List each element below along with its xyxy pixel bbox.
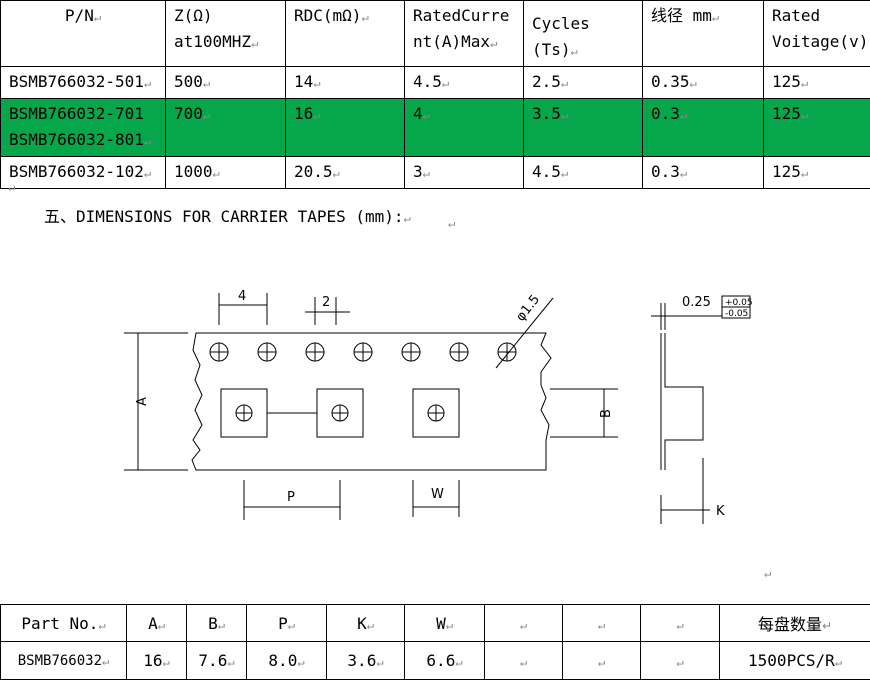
sprocket-holes bbox=[210, 343, 516, 361]
pitch-label: 4 bbox=[238, 289, 246, 304]
header-cell: ↵ bbox=[641, 605, 720, 642]
dim-a-label: A bbox=[135, 397, 150, 406]
dim-header-row: Part No.↵ A↵ B↵ P↵ K↵ W↵ ↵ ↵ ↵ 每盘数量↵ bbox=[1, 605, 870, 642]
hole-label: 2 bbox=[322, 295, 330, 310]
dimension-table: Part No.↵ A↵ B↵ P↵ K↵ W↵ ↵ ↵ ↵ 每盘数量↵ BSM… bbox=[0, 604, 870, 680]
dim-k-label: K bbox=[716, 504, 725, 519]
header-cell: B↵ bbox=[187, 605, 247, 642]
cell: 6.6↵ bbox=[405, 642, 485, 680]
cell: ↵ bbox=[485, 642, 563, 680]
cell: 7.6↵ bbox=[187, 642, 247, 680]
dim-p-label: P bbox=[287, 490, 295, 505]
header-cell: P↵ bbox=[247, 605, 327, 642]
cell: 1500PCS/R↵ bbox=[720, 642, 870, 680]
dim-value-row: BSMB766032↵ 16↵ 7.6↵ 8.0↵ 3.6↵ 6.6↵ ↵ ↵ … bbox=[1, 642, 870, 680]
header-cell: 每盘数量↵ bbox=[720, 605, 870, 642]
tolerance-plus: +0.05 bbox=[725, 298, 753, 308]
tape-side-view bbox=[661, 333, 703, 470]
cell: ↵ bbox=[563, 642, 641, 680]
carrier-tape-drawing: 4 2 φ1.5 A B P W K 0.25 +0.05 -0.05 bbox=[0, 0, 870, 604]
dim-w-label: W bbox=[431, 487, 444, 502]
pockets bbox=[221, 389, 459, 437]
cell: BSMB766032↵ bbox=[1, 642, 127, 680]
header-cell: A↵ bbox=[127, 605, 187, 642]
header-cell: Part No.↵ bbox=[1, 605, 127, 642]
header-cell: ↵ bbox=[563, 605, 641, 642]
header-cell: W↵ bbox=[405, 605, 485, 642]
thickness-label: 0.25 bbox=[682, 295, 711, 310]
hole-diameter-label: φ1.5 bbox=[513, 292, 543, 324]
tolerance-minus: -0.05 bbox=[725, 309, 748, 319]
cell: 16↵ bbox=[127, 642, 187, 680]
cell: 3.6↵ bbox=[327, 642, 405, 680]
dim-b-label: B bbox=[599, 409, 614, 418]
header-cell: K↵ bbox=[327, 605, 405, 642]
cell: ↵ bbox=[641, 642, 720, 680]
paragraph-mark: ↵ bbox=[764, 566, 771, 580]
header-cell: ↵ bbox=[485, 605, 563, 642]
cell: 8.0↵ bbox=[247, 642, 327, 680]
